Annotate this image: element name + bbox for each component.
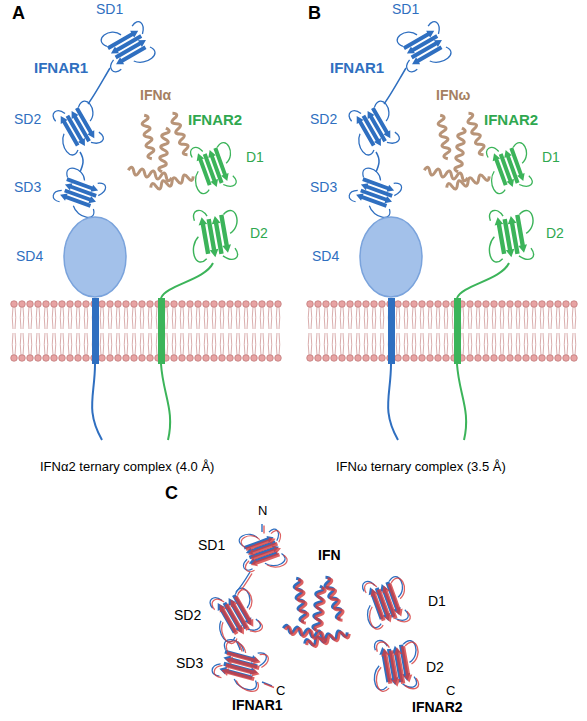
structure-label: SD3	[176, 656, 203, 671]
structure-label: IFNω	[436, 88, 470, 103]
structure-label: C	[276, 684, 285, 698]
structure-label: SD3	[14, 180, 41, 195]
structure-label: N	[258, 504, 267, 518]
structure-label: D1	[246, 150, 264, 165]
structure-label: SD1	[96, 2, 123, 17]
structure-label: D1	[428, 594, 446, 609]
domain-ellipse: SD4	[12, 214, 128, 300]
structure-label: D1	[542, 150, 560, 165]
domain-label: SD4	[16, 249, 43, 264]
structure-label: SD1	[392, 2, 419, 17]
structure-label: SD3	[310, 180, 337, 195]
structure-label: SD1	[198, 538, 225, 553]
structure-label: IFNAR1	[34, 60, 88, 77]
complex-b	[306, 16, 578, 440]
structure-label: IFNAR1	[232, 698, 283, 713]
domain-ellipse: SD4	[308, 214, 424, 300]
complex-a	[10, 16, 282, 440]
structure-label: C	[165, 484, 178, 504]
overlay-red	[205, 525, 424, 695]
structure-label: SD2	[14, 112, 41, 127]
structure-label: IFNAR2	[412, 700, 463, 715]
structure-label: IFNAR1	[330, 60, 384, 77]
structure-label: IFN	[318, 548, 341, 563]
structure-label: IFNAR2	[188, 112, 242, 129]
structure-label: IFNα	[140, 88, 171, 103]
structure-label: SD2	[310, 112, 337, 127]
structure-label: C	[446, 684, 455, 698]
structure-label: IFNAR2	[484, 112, 538, 129]
structure-label: IFNω ternary complex (3.5 Å)	[336, 460, 506, 474]
structure-label: D2	[546, 226, 564, 241]
structure-label: A	[12, 4, 25, 24]
structure-label: D2	[250, 226, 268, 241]
structure-label: B	[308, 4, 321, 24]
structure-label: SD2	[174, 608, 201, 623]
structure-label: IFNα2 ternary complex (4.0 Å)	[40, 460, 214, 474]
structure-label: D2	[426, 660, 444, 675]
domain-label: SD4	[312, 249, 339, 264]
